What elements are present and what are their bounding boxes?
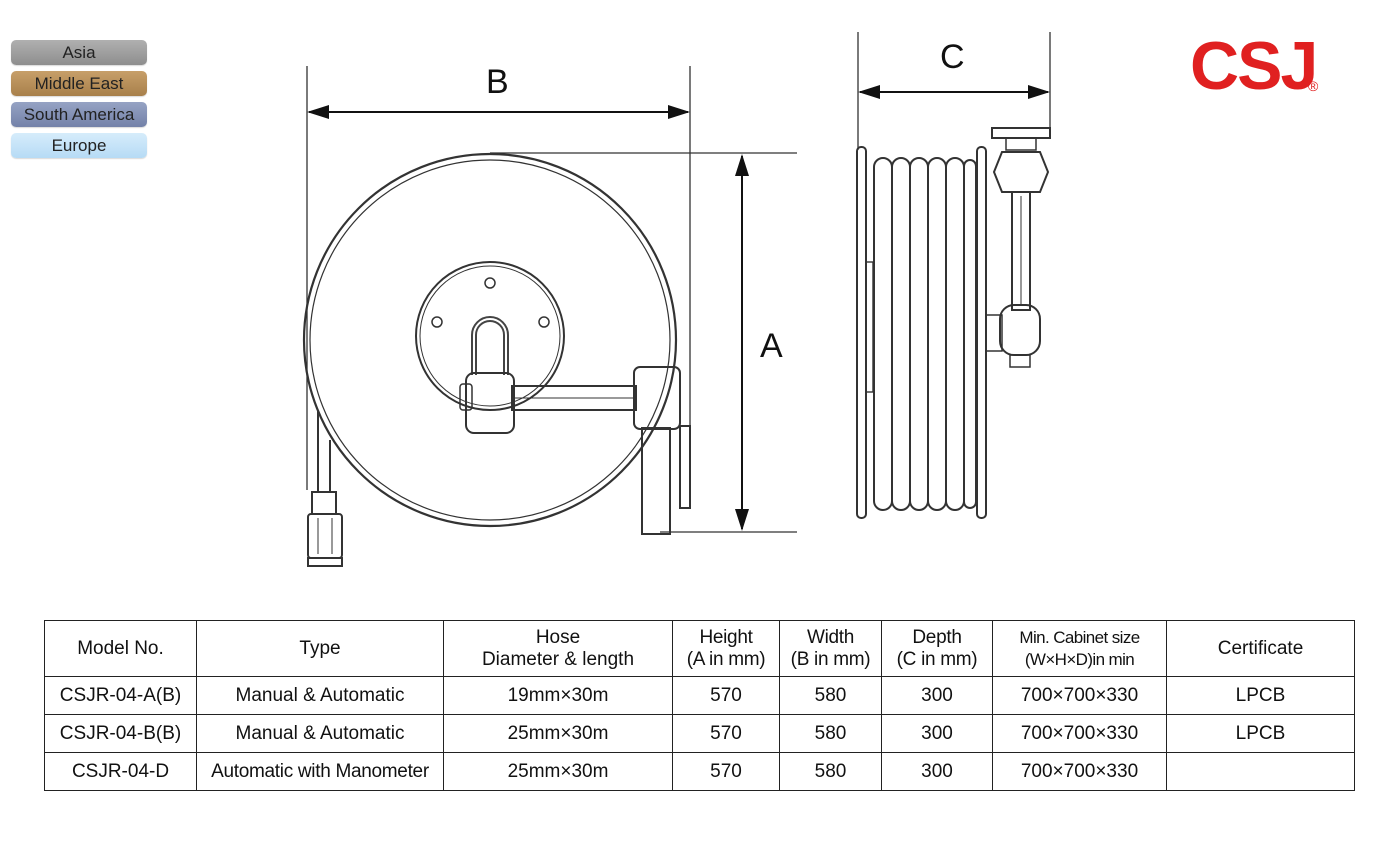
dimension-label-b: B <box>486 63 509 101</box>
cell-width: 580 <box>779 714 882 753</box>
cell-type: Manual & Automatic <box>196 676 444 715</box>
cell-width: 580 <box>779 752 882 791</box>
header-cabinet-size: Min. Cabinet size(W×H×D)in min <box>992 620 1167 677</box>
cell-certificate: LPCB <box>1166 714 1355 753</box>
cell-cabinet: 700×700×330 <box>992 676 1167 715</box>
registered-mark: ® <box>1308 78 1319 94</box>
table-row: CSJR-04-D Automatic with Manometer 25mm×… <box>44 752 1355 791</box>
header-type: Type <box>196 620 444 677</box>
header-depth: Depth(C in mm) <box>881 620 993 677</box>
cell-certificate <box>1166 752 1355 791</box>
region-middle-east[interactable]: Middle East <box>11 71 147 96</box>
header-model-no: Model No. <box>44 620 197 677</box>
cell-hose: 25mm×30m <box>443 714 673 753</box>
cell-cabinet: 700×700×330 <box>992 752 1167 791</box>
brand-logo: CSJ ® <box>1190 28 1319 104</box>
table-row: CSJR-04-B(B) Manual & Automatic 25mm×30m… <box>44 714 1355 753</box>
header-height: Height(A in mm) <box>672 620 780 677</box>
cell-height: 570 <box>672 714 780 753</box>
cell-type: Automatic with Manometer <box>196 752 444 791</box>
cell-hose: 19mm×30m <box>443 676 673 715</box>
dimension-label-c: C <box>940 38 965 76</box>
region-europe[interactable]: Europe <box>11 133 147 158</box>
header-width: Width(B in mm) <box>779 620 882 677</box>
cell-height: 570 <box>672 676 780 715</box>
cell-depth: 300 <box>881 676 993 715</box>
header-certificate: Certificate <box>1166 620 1355 677</box>
region-legend: Asia Middle East South America Europe <box>11 40 147 164</box>
side-view <box>856 32 1051 519</box>
cell-certificate: LPCB <box>1166 676 1355 715</box>
cell-height: 570 <box>672 752 780 791</box>
cell-model: CSJR-04-B(B) <box>44 714 197 753</box>
cell-cabinet: 700×700×330 <box>992 714 1167 753</box>
cell-model: CSJR-04-A(B) <box>44 676 197 715</box>
dimension-label-a: A <box>760 327 783 365</box>
table-row: CSJR-04-A(B) Manual & Automatic 19mm×30m… <box>44 676 1355 715</box>
hose-reel-drawing: B A C <box>302 32 1051 567</box>
cell-model: CSJR-04-D <box>44 752 197 791</box>
region-asia[interactable]: Asia <box>11 40 147 65</box>
cell-type: Manual & Automatic <box>196 714 444 753</box>
cell-hose: 25mm×30m <box>443 752 673 791</box>
cell-depth: 300 <box>881 752 993 791</box>
cell-depth: 300 <box>881 714 993 753</box>
region-south-america[interactable]: South America <box>11 102 147 127</box>
front-view <box>302 66 797 567</box>
logo-text: CSJ <box>1190 28 1318 104</box>
cell-width: 580 <box>779 676 882 715</box>
